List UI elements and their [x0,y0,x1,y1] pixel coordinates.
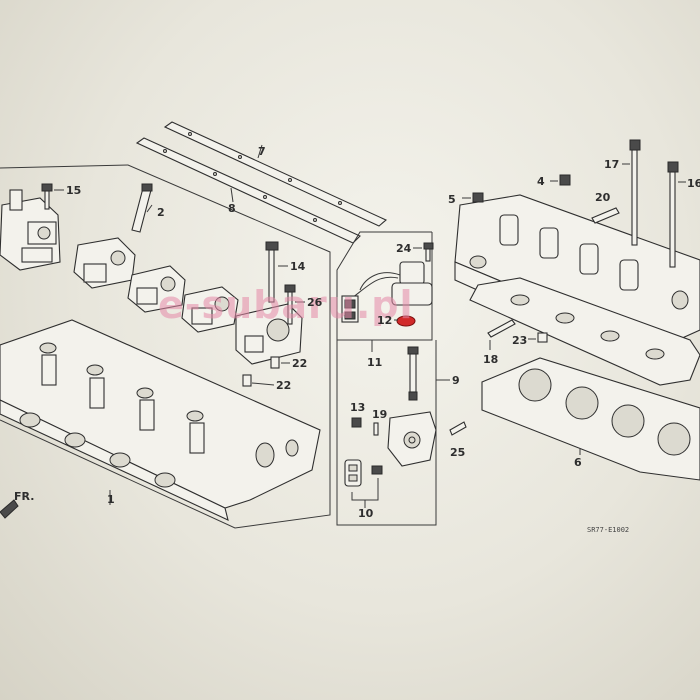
callout-6: 6 [574,456,582,469]
dowel-23 [537,332,548,343]
callout-1: 1 [107,493,115,506]
callout-24: 24 [396,242,412,255]
o-ring-12 [396,315,416,327]
stud-18 [487,319,516,338]
bolt-25 [449,421,467,436]
vtc-solenoid [351,261,433,306]
callout-5: 5 [448,193,456,206]
rocker-arm-2 [73,237,136,289]
bolt-4 [559,174,571,186]
bolt-26 [284,284,296,325]
callout-4: 4 [537,175,545,188]
dowel-22b [242,374,252,387]
callout-26: 26 [307,296,323,309]
callout-17: 17 [604,158,619,171]
callout-15: 15 [66,184,81,197]
front-arrow [0,499,19,519]
bolt-24 [423,242,434,262]
callout-22b: 22 [276,379,291,392]
callout-2: 2 [157,206,165,219]
callout-7: 7 [258,145,266,158]
callout-20: 20 [595,191,611,204]
watermark: e-subaru.pl [158,283,414,327]
rocker-arm-4 [181,286,239,333]
callout-10: 10 [358,507,374,520]
corner-text: FR. [14,490,34,503]
diagram-code: SR77-E1002 [587,526,629,534]
callout-18: 18 [483,353,498,366]
connector [341,295,359,323]
rocker-shaft-7 [163,121,388,227]
callout-14: 14 [290,260,306,273]
rocker-arm-1 [0,189,61,271]
callout-8a: 8 [228,202,236,215]
bolt-6 [472,192,484,203]
pin-19 [373,422,379,436]
callout-13: 13 [350,401,365,414]
bolt-2 [131,183,153,233]
spool-valve [387,411,437,467]
bolt-13 [351,417,362,428]
dowel-22a [270,356,280,369]
lower-cylinder-head [469,277,700,386]
callout-22a: 22 [292,357,307,370]
bolt-14 [265,241,279,303]
gasket-10 [344,459,383,487]
callout-25: 25 [450,446,465,459]
bolt-17 [629,139,641,246]
camshaft-holder [235,303,303,365]
cylinder-head [0,319,321,521]
callout-11: 11 [367,356,382,369]
callout-16: 16 [687,177,700,190]
bolt-15 [41,183,53,210]
rocker-shaft-8 [135,137,361,244]
callout-23: 23 [512,334,527,347]
stud-20 [591,207,620,224]
bolt-16 [667,161,679,268]
left-group-border [0,164,331,529]
rocker-arm-3 [127,265,186,313]
callout-12: 12 [377,314,392,327]
callout-9: 9 [452,374,460,387]
head-gasket [481,357,700,481]
filter-bolt [407,346,419,401]
callout-19: 19 [372,408,387,421]
